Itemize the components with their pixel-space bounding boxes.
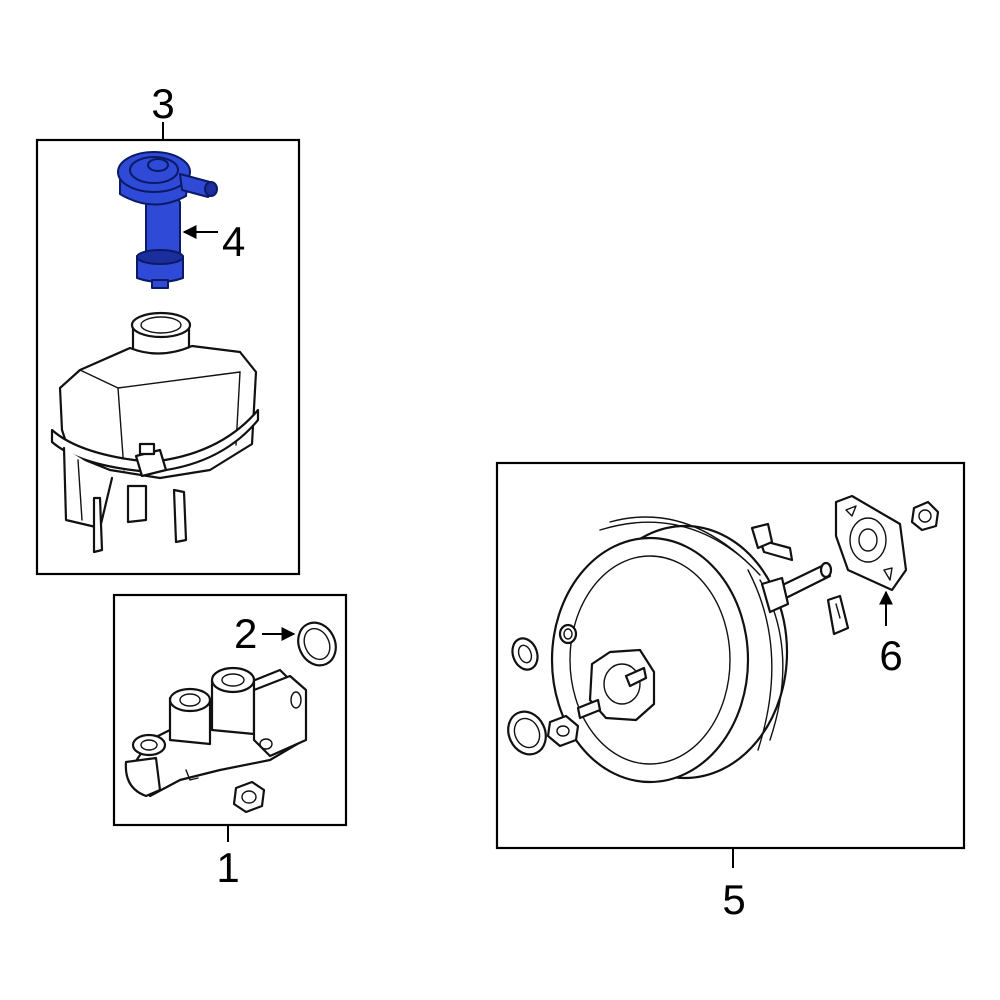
callout-3[interactable]: 3 bbox=[151, 80, 174, 127]
gasket-plate-nut[interactable] bbox=[910, 500, 940, 532]
booster-clip[interactable] bbox=[826, 594, 850, 636]
reservoir-cap-highlighted[interactable] bbox=[117, 151, 218, 289]
callout-2[interactable]: 2 bbox=[234, 610, 257, 657]
callout-4[interactable]: 4 bbox=[222, 218, 245, 265]
brake-booster[interactable] bbox=[550, 516, 833, 784]
master-cylinder-group-box bbox=[112, 593, 348, 827]
callout-6[interactable]: 6 bbox=[879, 632, 902, 679]
booster-group-box bbox=[495, 461, 966, 850]
master-cylinder-nut[interactable] bbox=[232, 780, 266, 814]
master-cylinder[interactable] bbox=[124, 666, 308, 798]
reservoir-group-box bbox=[35, 138, 301, 576]
booster-nut[interactable] bbox=[546, 714, 580, 748]
brake-fluid-reservoir[interactable] bbox=[50, 311, 260, 554]
booster-gasket-large[interactable] bbox=[501, 705, 552, 760]
booster-bolt[interactable] bbox=[750, 522, 794, 562]
booster-gasket-plate[interactable] bbox=[834, 494, 908, 592]
o-ring[interactable] bbox=[291, 616, 342, 671]
callout-5[interactable]: 5 bbox=[722, 876, 745, 923]
booster-gasket-small[interactable] bbox=[508, 635, 541, 673]
callout-1[interactable]: 1 bbox=[216, 844, 239, 891]
